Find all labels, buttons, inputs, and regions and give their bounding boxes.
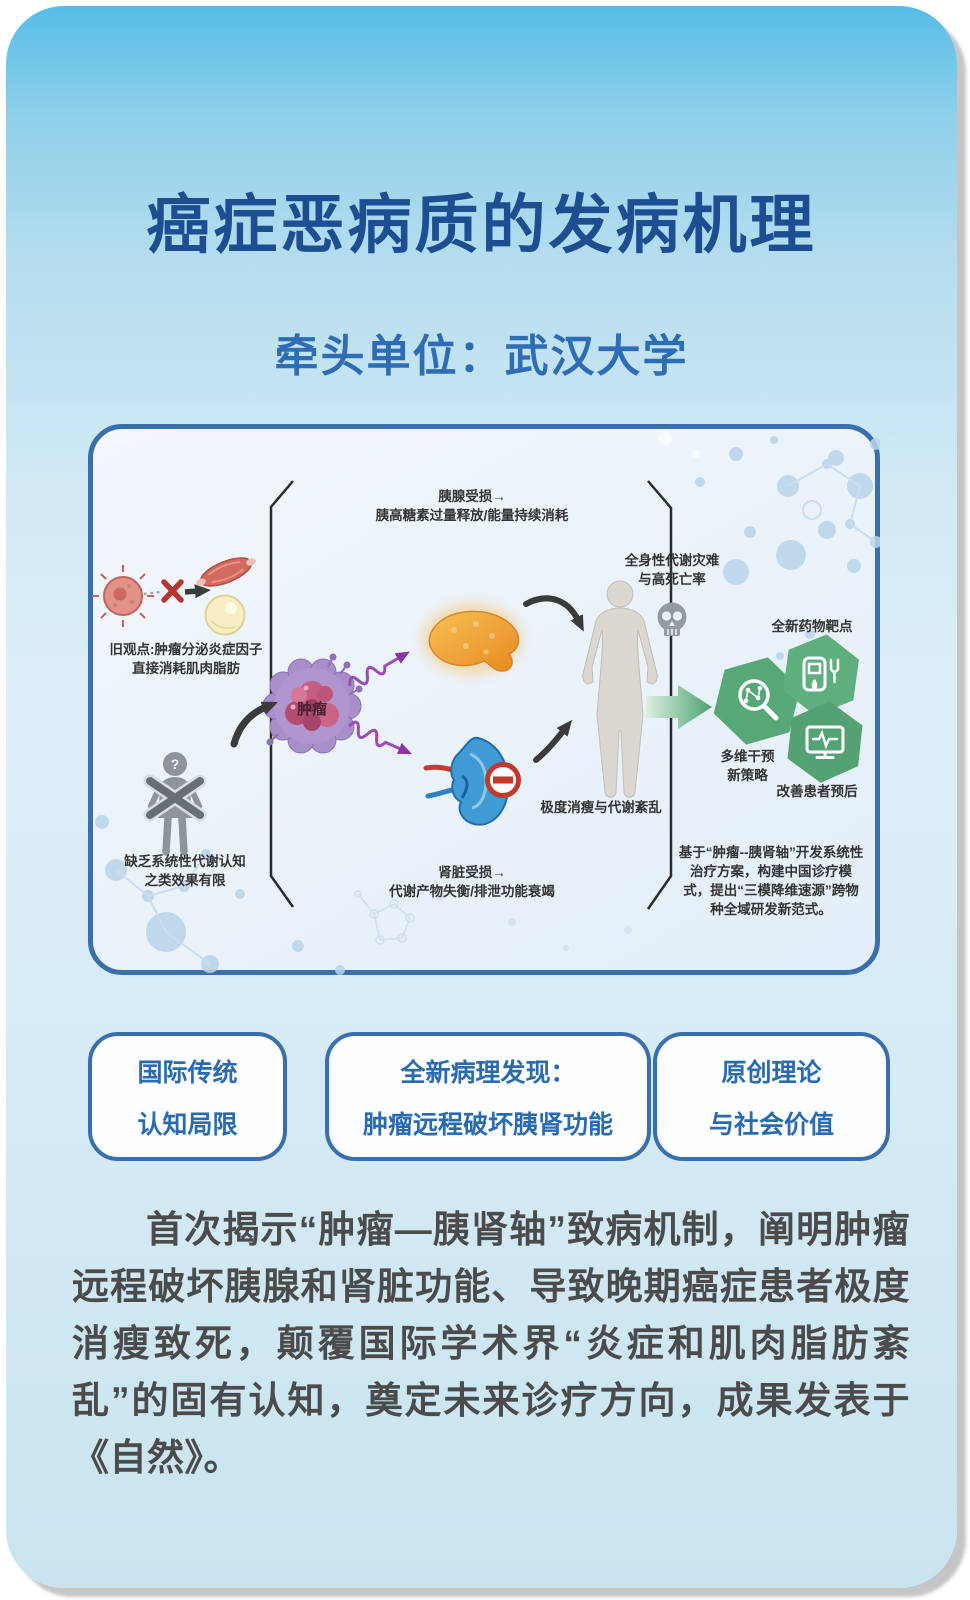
pancreas-caption: 胰腺受损→ 胰高糖素过量释放/能量持续消耗: [375, 489, 569, 523]
bracket-left: [269, 480, 295, 908]
infographic-card: 癌症恶病质的发病机理 牵头单位：武汉大学: [6, 6, 957, 1588]
magnifier-hexagon-icon: [713, 657, 801, 745]
page-title: 癌症恶病质的发病机理: [146, 189, 817, 261]
molecule-decoration-bottom-left: [95, 815, 632, 975]
drug-device-hexagon-icon: [782, 634, 860, 716]
no-entry-icon: [485, 762, 521, 798]
body-caption: 极度消瘦与代谢紊乱: [540, 800, 662, 815]
prognosis-label: 改善患者预后: [776, 784, 858, 799]
lack-knowledge-caption: 缺乏系统性代谢认知 之类效果有限: [124, 854, 246, 888]
monitor-hexagon-icon: [787, 701, 863, 783]
inhibit-x-icon: [161, 579, 184, 603]
tumor-icon: [262, 653, 363, 754]
signal-arrow-up-icon: [348, 651, 410, 687]
highlight-box-tradition: 国际传统 认知局限: [88, 1032, 287, 1161]
skull-icon: [657, 602, 687, 636]
mechanism-diagram: [92, 431, 880, 975]
question-mark: ?: [170, 756, 180, 772]
arrow-person-to-tumor-icon: [230, 701, 278, 748]
kidney-icon: [423, 736, 510, 826]
mechanism-diagram-panel: 胰腺受损→ 胰高糖素过量释放/能量持续消耗 全身性代谢灾难 与高死亡率 旧观点:…: [88, 424, 880, 975]
highlight-box-discovery: 全新病理发现： 肿瘤远程破坏胰肾功能: [325, 1032, 651, 1161]
fat-cell-icon: [204, 594, 246, 636]
drug-target-label: 全新药物靶点: [771, 619, 853, 634]
lead-institution-subtitle: 牵头单位：武汉大学: [274, 332, 689, 381]
dashed-link: [143, 590, 161, 596]
strategy-text: 基于“肿瘤--胰肾轴”开发系统性治疗方案，构建中国诊疗模式，提出“三模降维速源”…: [678, 845, 864, 917]
pancreas-icon: [422, 603, 522, 675]
human-body-icon: [582, 580, 658, 798]
old-view-caption: 旧观点:肿瘤分泌炎症因子 直接消耗肌肉脂肪: [109, 642, 263, 676]
highlight-box-theory: 原创理论 与社会价值: [653, 1032, 890, 1161]
bracket-right: [646, 480, 673, 910]
summary-paragraph: 首次揭示“肿瘤—胰肾轴”致病机制，阐明肿瘤远程破坏胰腺和肾脏功能、导致晚期癌症患…: [72, 1209, 910, 1478]
arrow-kidney-to-body-icon: [533, 719, 573, 763]
signal-arrow-down-icon: [347, 720, 413, 755]
cancer-cell-icon: [92, 565, 154, 627]
arrow-pancreas-to-body-icon: [523, 595, 584, 632]
tumor-label: 肿瘤: [296, 701, 327, 718]
arrow-right-icon: [184, 584, 211, 599]
question-person-icon: [143, 752, 207, 856]
green-arrow-icon: [646, 685, 712, 729]
catastrophe-caption: 全身性代谢灾难 与高死亡率: [624, 553, 720, 587]
molecule-decoration-top-right: [658, 431, 880, 660]
intervention-label: 多维干预 新策略: [720, 749, 775, 783]
kidney-caption: 肾脏受损→ 代谢产物失衡/排泄功能衰竭: [389, 865, 555, 899]
muscle-icon: [196, 557, 256, 587]
